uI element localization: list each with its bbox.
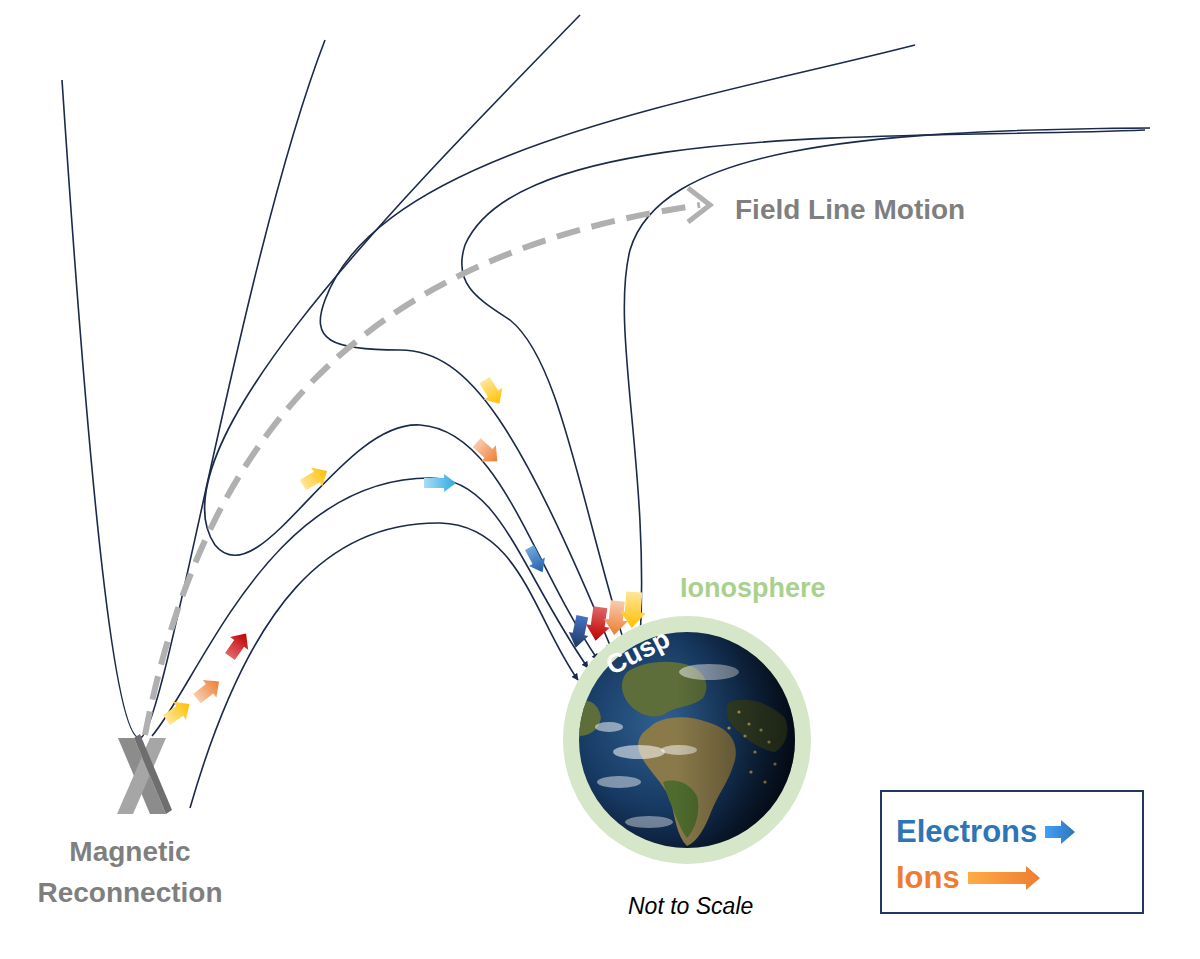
motion-label: Field Line Motion (735, 193, 965, 227)
scale-note: Not to Scale (628, 893, 753, 921)
electron-arrow (521, 543, 550, 576)
motion-arrowhead (688, 188, 710, 222)
ion-arrow (297, 461, 332, 494)
region-label: Ionosphere (680, 573, 826, 604)
legend-arrow (1045, 817, 1079, 847)
field-line-motion-arrow (145, 188, 710, 735)
legend-swatch (1045, 820, 1075, 844)
ionosphere-node: IonosphereCusp (562, 615, 812, 865)
legend-label: Ions (896, 860, 960, 896)
field-line (462, 130, 1145, 645)
field-line (624, 128, 1150, 640)
reconnection-label: Magnetic Reconnection (8, 832, 252, 913)
ionosphere-ring (563, 616, 811, 864)
field-line (320, 45, 915, 650)
legend-swatch (968, 866, 1040, 890)
legend-label: Electrons (896, 814, 1037, 850)
legend-entry: Ions (896, 860, 1044, 896)
ion-arrow (619, 591, 647, 629)
electron-arrow (424, 474, 456, 492)
field-line (204, 15, 598, 660)
legend-box: ElectronsIons (880, 790, 1144, 914)
field-line (190, 523, 578, 808)
ion-arrow (190, 673, 226, 708)
ion-arrow (221, 627, 255, 663)
particle-arrows (160, 374, 647, 729)
x-line-symbol (117, 734, 172, 814)
field-line (62, 40, 325, 738)
ion-arrow (160, 695, 196, 729)
electron-arrow (566, 614, 592, 649)
legend-entry: Electrons (896, 814, 1079, 850)
x-shade (134, 734, 172, 814)
motion-path (145, 205, 700, 735)
ion-arrow (475, 374, 508, 409)
legend-arrow (968, 863, 1044, 893)
earth-node: Cusp (579, 632, 795, 848)
ion-arrow (469, 434, 505, 469)
